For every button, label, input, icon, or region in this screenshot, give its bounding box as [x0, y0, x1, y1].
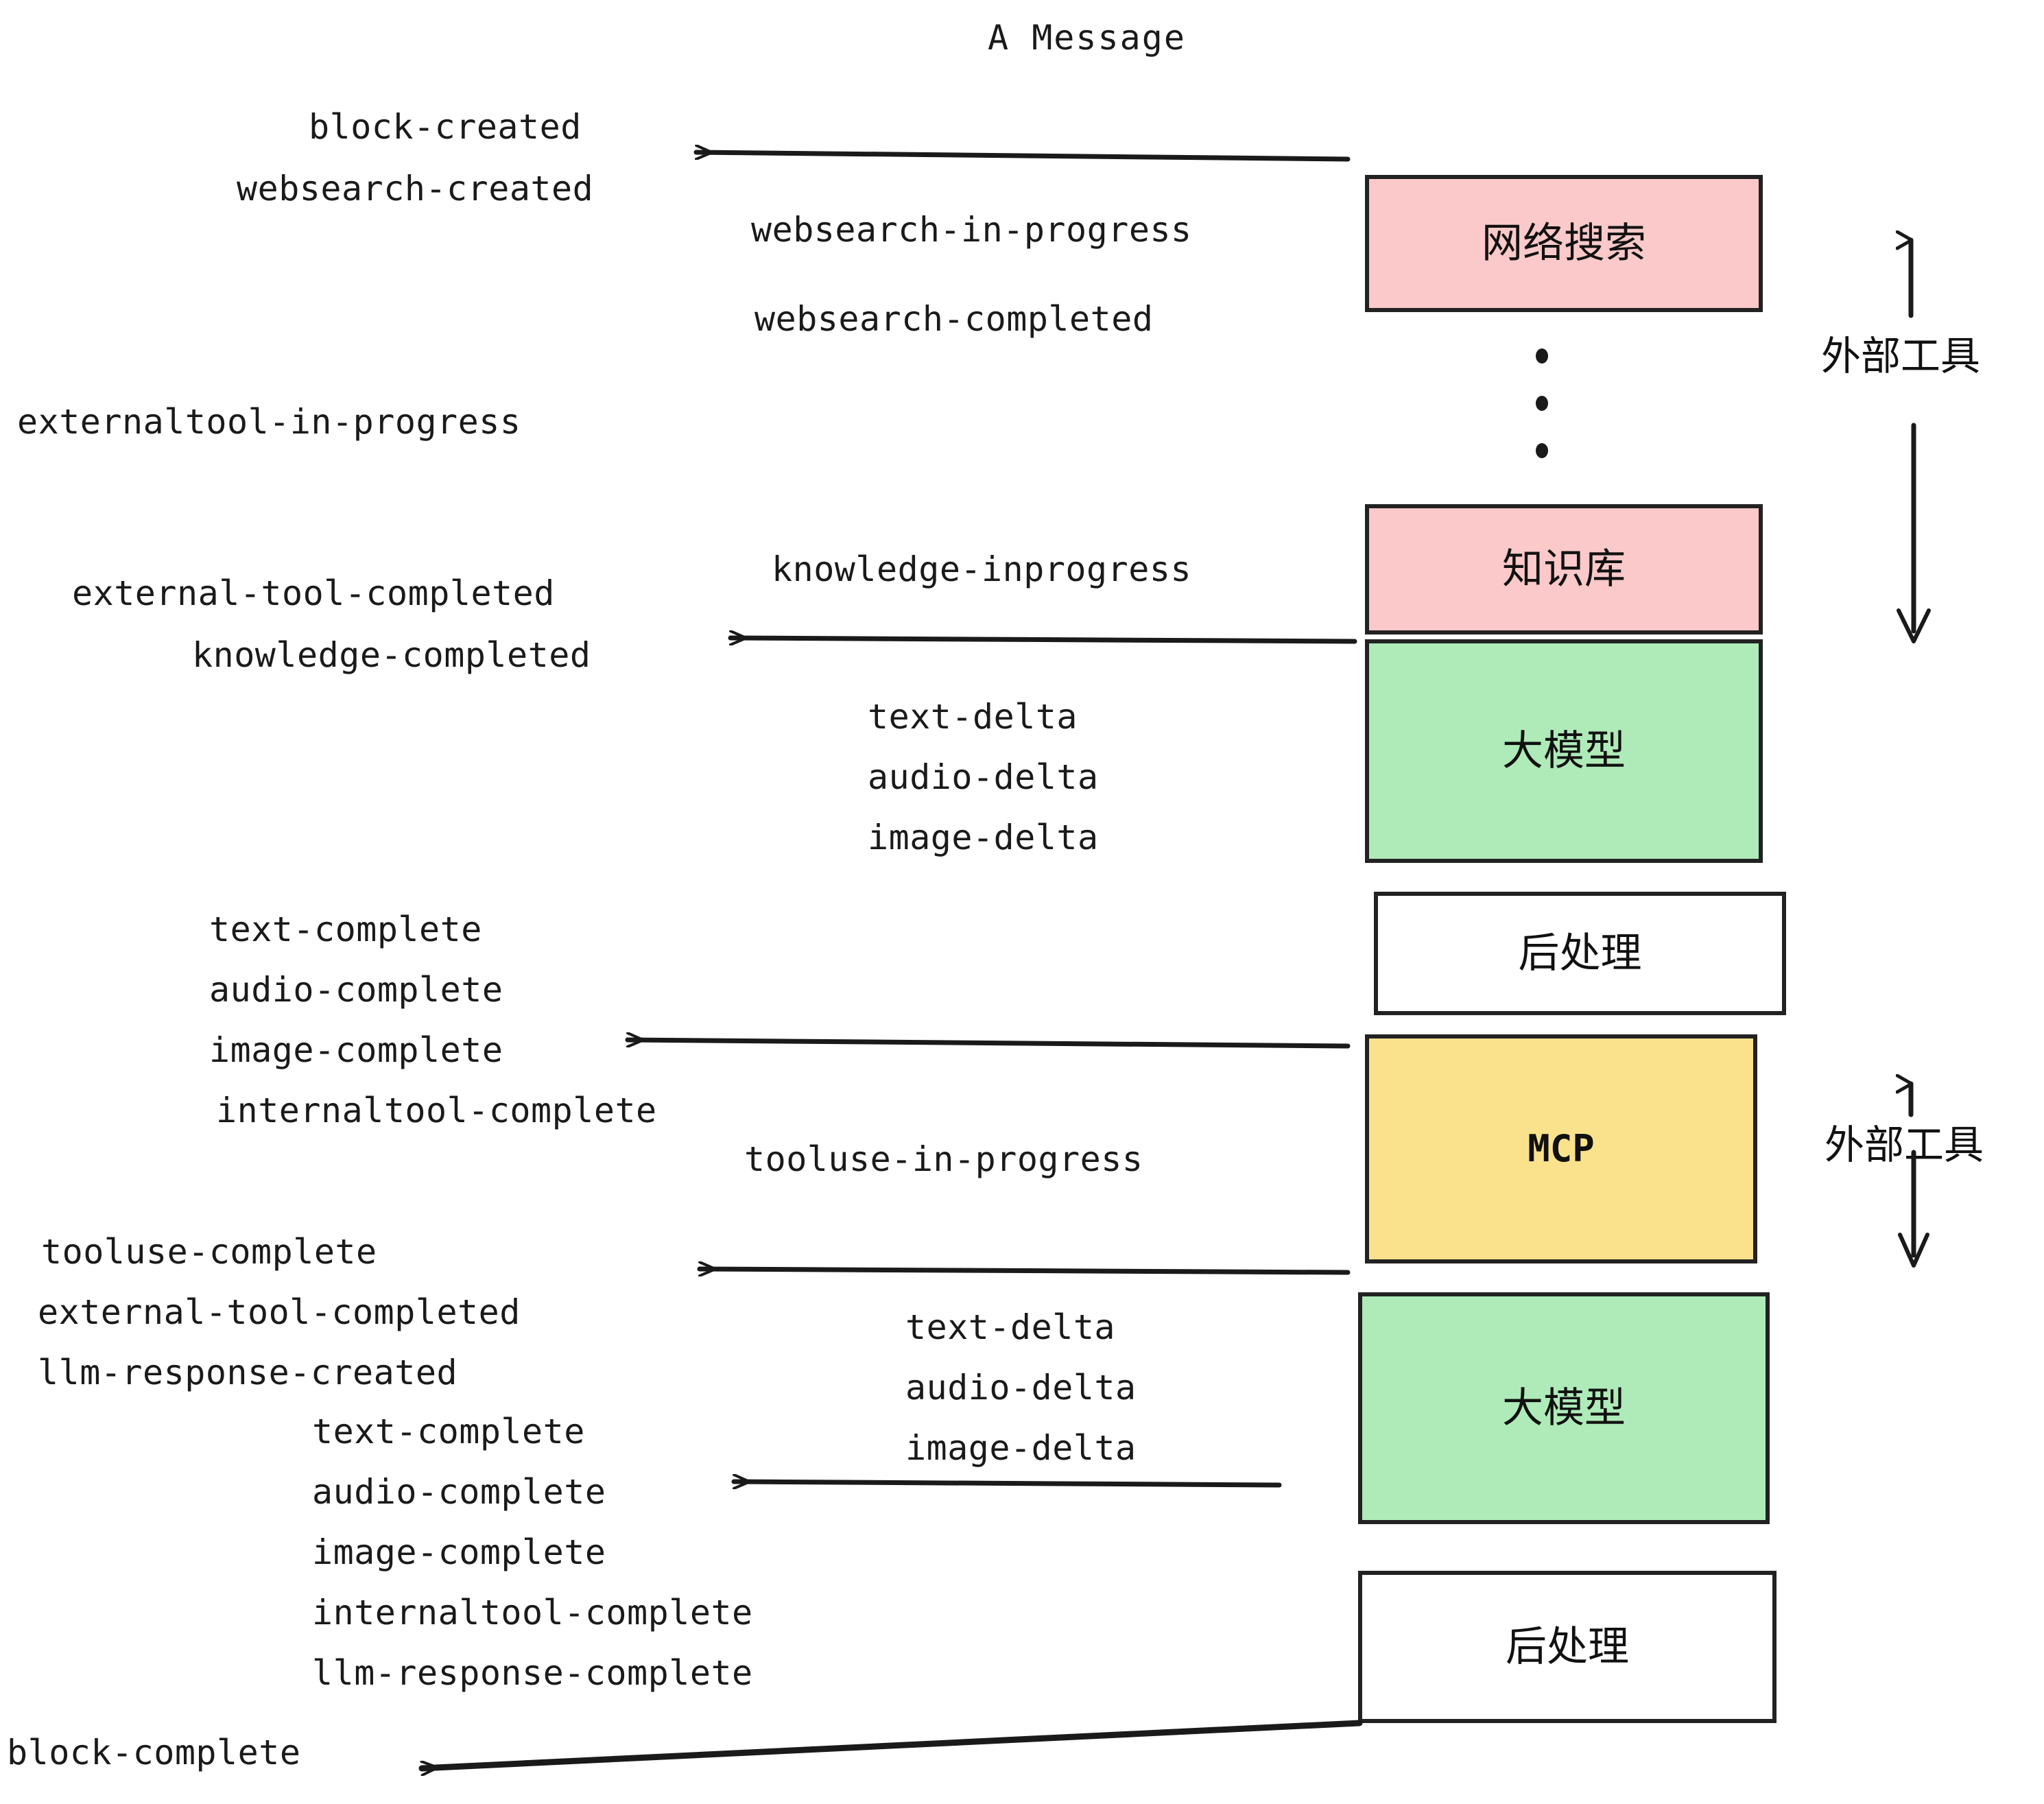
event-label-websearch-completed: websearch-completed [754, 299, 1154, 339]
event-label-external-tool-completed-1: external-tool-completed [72, 573, 555, 613]
node-knowledge[interactable]: 知识库 [1365, 504, 1763, 634]
event-label-internaltool-complete-2: internaltool-complete [312, 1593, 753, 1633]
event-label-image-delta-1: image-delta [868, 818, 1099, 857]
ellipsis-dot [1536, 396, 1548, 411]
event-label-audio-complete-2: audio-complete [312, 1472, 606, 1512]
node-postprocess-2[interactable]: 后处理 [1358, 1571, 1776, 1723]
ellipsis-dot [1536, 443, 1548, 458]
event-label-knowledge-completed: knowledge-completed [192, 635, 591, 675]
event-label-audio-delta-1: audio-delta [868, 757, 1099, 797]
event-label-audio-complete-1: audio-complete [209, 970, 503, 1010]
event-label-tooluse-complete: tooluse-complete [41, 1232, 377, 1272]
event-label-websearch-in-progress: websearch-in-progress [751, 210, 1192, 250]
event-label-internaltool-complete-1: internaltool-complete [216, 1091, 657, 1130]
node-postprocess-1[interactable]: 后处理 [1374, 892, 1786, 1015]
node-llm-2-label: 大模型 [1502, 1384, 1626, 1432]
scope-arrow-external-tool-top [1899, 240, 1931, 643]
side-label-external-tool-top: 外部工具 [1821, 333, 1981, 379]
arrow-tooluse-complete [697, 1269, 1351, 1272]
event-label-llm-response-complete: llm-response-complete [312, 1653, 753, 1693]
event-label-block-complete: block-complete [7, 1733, 301, 1772]
node-postprocess-2-label: 后处理 [1506, 1623, 1629, 1671]
node-websearch-label: 网络搜索 [1482, 219, 1646, 268]
node-mcp-label: MCP [1528, 1127, 1595, 1170]
event-label-text-complete-2: text-complete [312, 1412, 585, 1451]
event-label-audio-delta-2: audio-delta [905, 1368, 1137, 1408]
node-llm-1-label: 大模型 [1502, 727, 1626, 775]
arrow-block-complete [418, 1720, 1363, 1768]
event-label-externaltool-in-progress: externaltool-in-progress [17, 402, 521, 442]
event-label-llm-response-created: llm-response-created [38, 1353, 458, 1392]
node-knowledge-label: 知识库 [1502, 545, 1626, 593]
node-websearch[interactable]: 网络搜索 [1365, 175, 1763, 312]
event-label-image-complete-2: image-complete [312, 1532, 606, 1572]
ellipsis-dot [1536, 348, 1548, 364]
event-label-text-complete-1: text-complete [209, 910, 482, 949]
arrow-audio-complete [731, 1482, 1282, 1485]
node-postprocess-1-label: 后处理 [1518, 929, 1642, 977]
scope-arrow-external-tool-bottom [1900, 1084, 1929, 1268]
event-label-external-tool-completed-2: external-tool-completed [38, 1292, 521, 1332]
event-label-text-delta-2: text-delta [905, 1307, 1116, 1347]
vertical-ellipsis-icon [1535, 348, 1549, 458]
event-label-tooluse-in-progress: tooluse-in-progress [744, 1139, 1143, 1179]
node-llm-1[interactable]: 大模型 [1365, 639, 1763, 863]
event-label-knowledge-inprogress: knowledge-inprogress [772, 549, 1192, 589]
node-llm-2[interactable]: 大模型 [1358, 1292, 1770, 1524]
arrow-block-created [693, 152, 1351, 162]
event-label-text-delta-1: text-delta [868, 697, 1078, 737]
node-mcp[interactable]: MCP [1365, 1034, 1757, 1263]
page-title: A Message [988, 18, 1186, 58]
event-label-websearch-created: websearch-created [237, 169, 594, 209]
arrow-image-complete [625, 1040, 1351, 1049]
event-label-block-created: block-created [309, 107, 582, 147]
arrow-knowledge-completed [728, 638, 1357, 641]
side-label-external-tool-bottom: 外部工具 [1825, 1121, 1984, 1168]
event-label-image-delta-2: image-delta [905, 1428, 1137, 1468]
event-label-image-complete-1: image-complete [209, 1030, 503, 1070]
